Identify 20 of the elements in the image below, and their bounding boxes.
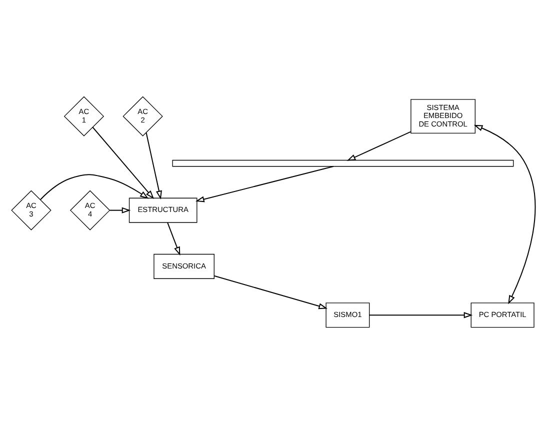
node-box: SENSORICA [154,254,214,279]
arrow [196,166,334,202]
node-box: PC PORTATIL [470,302,534,328]
arrow [167,222,180,256]
arrow [92,126,154,200]
arrow [40,174,149,200]
node-diamond: AC 3 [11,190,52,230]
node-diamond: AC 1 [64,96,104,136]
arrow [146,132,162,200]
arrow [110,207,131,214]
node-diamond: AC 2 [122,96,163,136]
arrow [369,312,473,318]
arrow [474,124,536,304]
node-bar [172,160,514,167]
arrow [346,131,412,161]
arrow [214,275,328,310]
node-box: SISMO1 [326,302,370,328]
node-box: ESTRUCTURA [128,198,198,223]
node-box: SISTEMA EMBEBIDO DE CONTROL [410,99,476,134]
node-diamond: AC 4 [70,190,110,230]
